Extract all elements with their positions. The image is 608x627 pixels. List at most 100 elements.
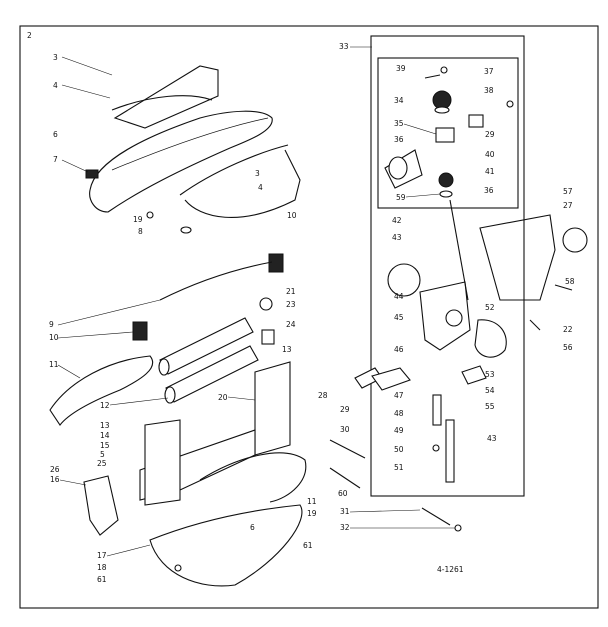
link-54 <box>461 365 487 385</box>
callout: 17 <box>97 551 107 560</box>
base-lip <box>199 452 307 503</box>
callout: 58 <box>565 277 575 286</box>
leader <box>403 123 437 135</box>
gear-38 <box>434 106 450 114</box>
wire-harness-9 <box>159 261 273 301</box>
gear-detail-frame <box>377 57 519 209</box>
callout: 3 <box>53 53 58 62</box>
callout: 51 <box>394 463 404 472</box>
motor-brush-10 <box>268 253 284 273</box>
lock-lever-47 <box>371 367 411 391</box>
bearing-23 <box>259 297 273 311</box>
callout: 32 <box>340 523 350 532</box>
screw-19 <box>146 211 154 219</box>
bolt-29 <box>329 439 366 459</box>
callout: 35 <box>394 119 404 128</box>
callout: 7 <box>53 155 58 164</box>
gear-housing-44 <box>419 281 471 351</box>
leader <box>106 544 151 557</box>
callout: 43 <box>487 434 497 443</box>
callout: 16 <box>50 475 60 484</box>
clip-29 <box>468 114 484 128</box>
leader <box>405 193 441 198</box>
frame-bracket <box>144 419 181 506</box>
leader <box>61 84 111 99</box>
screw-58 <box>554 284 573 291</box>
callout: 13 <box>100 421 110 430</box>
frame-side <box>254 361 291 456</box>
callout: 26 <box>50 465 60 474</box>
washer-32 <box>454 524 462 532</box>
callout: 48 <box>394 409 404 418</box>
leader <box>227 396 256 401</box>
cover-rim <box>111 95 213 111</box>
callout: 11 <box>307 497 317 506</box>
retaining-band <box>184 149 301 218</box>
callout: 29 <box>485 130 495 139</box>
leader <box>61 56 113 76</box>
callouts: 3 4 6 7 3 4 19 8 10 9 10 11 12 21 23 24 … <box>49 42 575 584</box>
motor-brush-10-lower <box>132 321 148 341</box>
callout: 40 <box>485 150 495 159</box>
callout: 22 <box>563 325 573 334</box>
leader <box>349 509 421 513</box>
mixer-head-hood <box>89 110 273 213</box>
callout: 36 <box>484 186 494 195</box>
callout: 13 <box>282 345 292 354</box>
gear-36 <box>438 172 454 188</box>
washer-8 <box>180 226 192 234</box>
callout: 47 <box>394 391 404 400</box>
callout: 52 <box>485 303 495 312</box>
callout: 19 <box>307 509 317 518</box>
ball-39 <box>440 66 448 74</box>
hinge-16 <box>83 475 119 536</box>
center-line <box>449 199 469 301</box>
callout: 41 <box>485 167 495 176</box>
callout: 18 <box>97 563 107 572</box>
callout: 53 <box>485 370 495 379</box>
callout: 57 <box>563 187 573 196</box>
callout: 30 <box>340 425 350 434</box>
callout: 15 <box>100 441 110 450</box>
callout: 19 <box>133 215 143 224</box>
leader <box>109 397 169 406</box>
band-inner <box>179 144 289 196</box>
callout: 5 <box>100 450 105 459</box>
cover-52 <box>474 319 507 358</box>
callout: 21 <box>286 287 296 296</box>
callout: 43 <box>392 233 402 242</box>
callout: 55 <box>485 402 495 411</box>
pin-31 <box>421 507 451 526</box>
callout: 49 <box>394 426 404 435</box>
hood-clip <box>85 169 99 179</box>
leader <box>57 331 134 339</box>
callout: 59 <box>396 193 406 202</box>
base-pan-17 <box>149 504 303 587</box>
callout: 33 <box>339 42 349 51</box>
callout: 28 <box>318 391 328 400</box>
callout: 61 <box>97 575 107 584</box>
callout: 27 <box>563 201 573 210</box>
callout: 9 <box>49 320 54 329</box>
gearbox-subassembly-frame <box>370 35 525 497</box>
callout: 20 <box>218 393 228 402</box>
corner-label: 2 <box>27 31 32 40</box>
callout: 38 <box>484 86 494 95</box>
callout: 34 <box>394 96 404 105</box>
rotor-end <box>158 358 170 376</box>
speed-knob-27 <box>562 227 588 253</box>
bushing-35 <box>435 127 455 143</box>
pin-50 <box>432 444 440 452</box>
screw-22 <box>529 319 541 331</box>
callout: 60 <box>338 489 348 498</box>
callout: 25 <box>97 459 107 468</box>
armature-end <box>164 386 176 404</box>
callout: 36 <box>394 135 404 144</box>
callout: 61 <box>303 541 313 550</box>
callout: 11 <box>49 360 59 369</box>
leader <box>57 364 81 379</box>
gasket-43 <box>387 263 421 297</box>
spring-40 <box>506 100 514 108</box>
callout: 44 <box>394 292 404 301</box>
